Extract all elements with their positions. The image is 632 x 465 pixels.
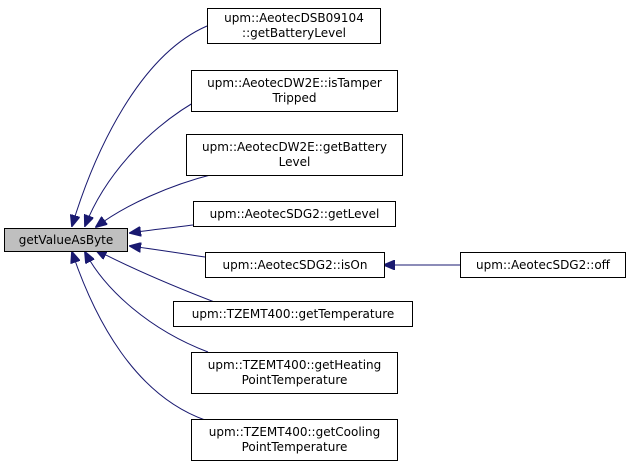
edge-dsb09104-getbatterylevel bbox=[72, 25, 208, 226]
edge-sdg2-ison bbox=[130, 246, 206, 258]
node-label-line1: upm::TZEMT400::getHeating bbox=[207, 358, 382, 372]
edge-tzemt400-gettemperature bbox=[96, 250, 218, 304]
edge-dw2e-istampertripped bbox=[85, 94, 208, 226]
caller-node-sdg2-ison[interactable]: upm::AeotecSDG2::isOn bbox=[205, 252, 385, 278]
node-label: upm::AeotecSDG2::getLevel bbox=[209, 206, 380, 221]
edge-tzemt400-getcooling bbox=[72, 252, 206, 421]
node-label-line2: PointTemperature bbox=[241, 440, 348, 454]
node-label: upm::AeotecSDG2::off bbox=[476, 257, 610, 272]
node-label-line2: PointTemperature bbox=[241, 373, 348, 387]
secondary-node-sdg2-off[interactable]: upm::AeotecSDG2::off bbox=[460, 252, 626, 278]
node-label-line1: upm::AeotecDW2E::getBattery bbox=[202, 140, 387, 154]
node-label-line1: upm::AeotecDW2E::isTamper bbox=[207, 76, 382, 90]
node-label-line1: upm::AeotecDSB09104 bbox=[224, 11, 364, 25]
edge-dw2e-getbatterylevel bbox=[96, 173, 215, 227]
caller-node-tzemt400-gettemperature[interactable]: upm::TZEMT400::getTemperature bbox=[173, 301, 413, 327]
caller-node-dw2e-getbatterylevel[interactable]: upm::AeotecDW2E::getBattery Level bbox=[186, 134, 403, 176]
caller-node-tzemt400-getcooling[interactable]: upm::TZEMT400::getCooling PointTemperatu… bbox=[191, 419, 398, 461]
node-label-line2: Tripped bbox=[272, 91, 317, 105]
edge-sdg2-getlevel bbox=[130, 224, 194, 233]
node-label-line2: Level bbox=[278, 155, 311, 169]
edge-tzemt400-getheating bbox=[85, 252, 209, 353]
root-node-getvalueasbyte: getValueAsByte bbox=[4, 228, 128, 252]
caller-node-tzemt400-getheating[interactable]: upm::TZEMT400::getHeating PointTemperatu… bbox=[191, 352, 398, 394]
caller-node-dw2e-istampertripped[interactable]: upm::AeotecDW2E::isTamper Tripped bbox=[191, 70, 398, 112]
node-label: upm::AeotecSDG2::isOn bbox=[222, 257, 368, 272]
node-label: upm::TZEMT400::getTemperature bbox=[191, 306, 395, 321]
node-label-line1: upm::TZEMT400::getCooling bbox=[208, 425, 381, 439]
caller-node-sdg2-getlevel[interactable]: upm::AeotecSDG2::getLevel bbox=[193, 201, 396, 227]
node-label-line2: ::getBatteryLevel bbox=[242, 26, 346, 40]
root-node-label: getValueAsByte bbox=[18, 232, 114, 247]
caller-node-dsb09104-getbatterylevel[interactable]: upm::AeotecDSB09104 ::getBatteryLevel bbox=[207, 8, 381, 44]
